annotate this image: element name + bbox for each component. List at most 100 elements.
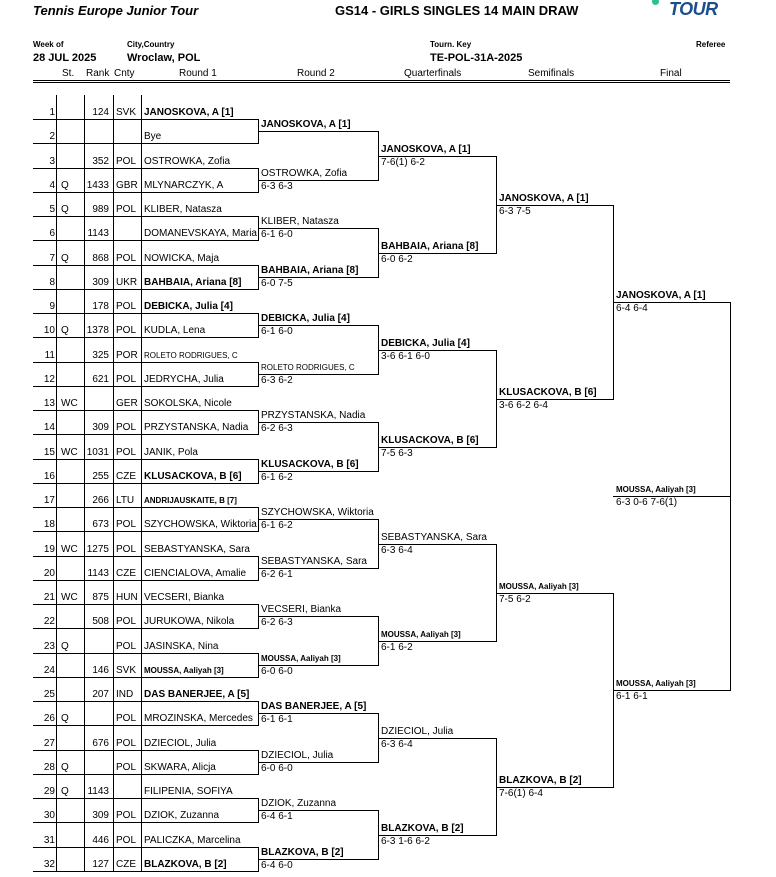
round2-line xyxy=(258,568,378,569)
round2-line xyxy=(258,810,378,811)
col-sep xyxy=(56,701,57,725)
entry-line xyxy=(33,362,258,363)
col-sep xyxy=(56,580,57,604)
qf-line xyxy=(378,350,496,351)
round2-line xyxy=(258,616,378,617)
week-value: 28 JUL 2025 xyxy=(33,52,97,64)
entry-name: ANDRIJAUSKAITE, B [7] xyxy=(144,496,237,505)
event-title: GS14 - GIRLS SINGLES 14 MAIN DRAW xyxy=(335,3,579,18)
entry-line xyxy=(33,289,258,290)
entry-line xyxy=(33,337,258,338)
entry-position: 14 xyxy=(43,422,55,433)
entry-country: POL xyxy=(116,447,137,458)
qf-score: 6-3 6-4 xyxy=(381,545,413,556)
entry-position: 17 xyxy=(43,495,55,506)
col-sep xyxy=(84,144,85,168)
entry-line xyxy=(33,604,258,605)
col-sep xyxy=(56,265,57,289)
entry-country: UKR xyxy=(116,277,138,288)
entry-position: 13 xyxy=(43,398,55,409)
col-sep xyxy=(84,604,85,628)
entry-country: POR xyxy=(116,350,138,361)
col-sep xyxy=(113,216,114,240)
col-sep xyxy=(84,798,85,822)
entry-country: POL xyxy=(116,835,137,846)
sf-name: JANOSKOVA, A [1] xyxy=(499,193,589,204)
col-sep xyxy=(141,507,142,531)
round2-name: KLUSACKOVA, B [6] xyxy=(261,459,359,470)
entry-position: 27 xyxy=(43,738,55,749)
entry-name: ROLETO RODRIGUES, C xyxy=(144,351,238,360)
col-sep xyxy=(56,677,57,701)
col-sep xyxy=(113,701,114,725)
entry-position: 2 xyxy=(49,131,55,142)
entry-country: GER xyxy=(116,398,138,409)
col-sep xyxy=(141,726,142,750)
col-sep xyxy=(84,629,85,653)
col-sep xyxy=(141,532,142,556)
entry-line xyxy=(33,240,258,241)
entry-name: NOWICKA, Maja xyxy=(144,253,220,264)
col-sep xyxy=(84,580,85,604)
col-sep xyxy=(113,507,114,531)
round2-line xyxy=(258,277,378,278)
entry-name: JANOSKOVA, A [1] xyxy=(144,107,234,118)
col-sep xyxy=(84,483,85,507)
entry-name: KUDLA, Lena xyxy=(144,325,206,336)
entry-rank: 508 xyxy=(92,616,109,627)
col-sep xyxy=(56,629,57,653)
col-sep xyxy=(56,289,57,313)
sf-score: 3-6 6-2 6-4 xyxy=(499,400,548,411)
round2-name: BLAZKOVA, B [2] xyxy=(261,847,344,858)
entry-position: 8 xyxy=(49,277,55,288)
col-sep xyxy=(141,653,142,677)
entry-position: 22 xyxy=(43,616,55,627)
round2-score: 6-0 6-0 xyxy=(261,763,293,774)
entry-line xyxy=(33,119,258,120)
entry-country: CZE xyxy=(116,859,136,870)
col-rank: Rank xyxy=(86,68,110,79)
entry-country: CZE xyxy=(116,568,136,579)
round2-line xyxy=(258,762,378,763)
col-sep xyxy=(141,774,142,798)
entry-rank: 178 xyxy=(92,301,109,312)
col-sep xyxy=(84,556,85,580)
entry-position: 15 xyxy=(43,447,55,458)
round2-name: JANOSKOVA, A [1] xyxy=(261,119,351,130)
round2-name: DZIECIOL, Julia xyxy=(261,750,334,761)
tour-name: Tennis Europe Junior Tour xyxy=(33,3,199,18)
entry-line xyxy=(33,725,258,726)
entry-status: WC xyxy=(61,544,78,555)
entry-name: MROZINSKA, Mercedes xyxy=(144,713,253,724)
entry-name: SOKOLSKA, Nicole xyxy=(144,398,232,409)
entry-country: CZE xyxy=(116,471,136,482)
col-sep xyxy=(84,289,85,313)
entry-country: LTU xyxy=(116,495,135,506)
entry-status: WC xyxy=(61,398,78,409)
winner-line xyxy=(613,496,731,497)
qf-name: DEBICKA, Julia [4] xyxy=(381,338,470,349)
col-sep xyxy=(56,338,57,362)
col-sep xyxy=(84,216,85,240)
entry-line xyxy=(33,410,258,411)
col-sep xyxy=(84,338,85,362)
entry-line xyxy=(33,822,258,823)
entry-name: FILIPENIA, SOFIYA xyxy=(144,786,233,797)
qf-name: BLAZKOVA, B [2] xyxy=(381,823,464,834)
entry-rank: 673 xyxy=(92,519,109,530)
sf-score: 7-5 6-2 xyxy=(499,594,531,605)
entry-name: DZIECIOL, Julia xyxy=(144,738,217,749)
col-sep xyxy=(141,168,142,192)
col-sep xyxy=(113,629,114,653)
col-sep xyxy=(141,435,142,459)
logo-dot-icon xyxy=(652,0,659,5)
entry-line xyxy=(33,434,258,435)
col-sep xyxy=(113,410,114,434)
entry-rank: 1143 xyxy=(87,786,109,797)
col-sep xyxy=(84,726,85,750)
col-sep xyxy=(141,798,142,822)
round2-line xyxy=(258,422,378,423)
entry-line xyxy=(33,628,258,629)
entry-line xyxy=(33,507,258,508)
col-sep xyxy=(84,532,85,556)
